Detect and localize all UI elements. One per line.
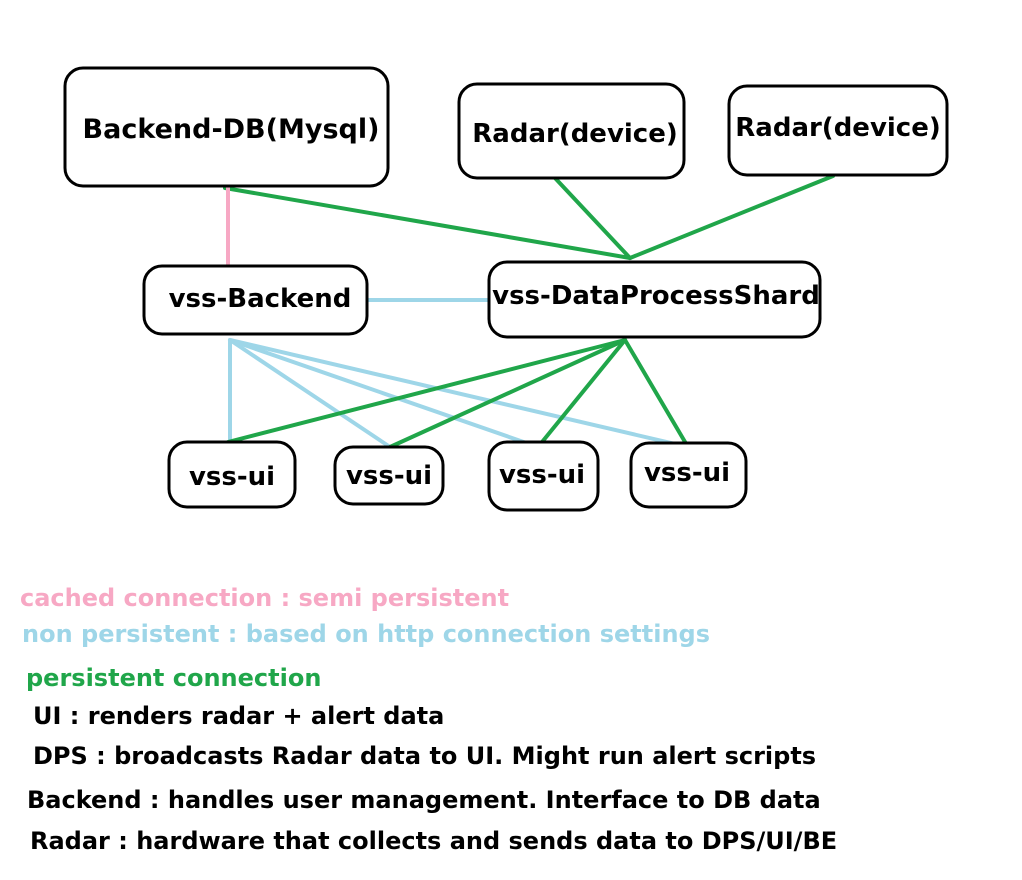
- edge-backend-ui3-non-persistent: [228, 338, 540, 449]
- legend-cached-connection: cached connection : semi persistent: [20, 584, 510, 612]
- node-box-backend: [142, 264, 369, 336]
- node-box-ui2: [333, 445, 445, 506]
- node-label-ui1: vss-ui: [189, 462, 275, 492]
- architecture-diagram: Backend-DB(Mysql) Radar(device) Radar(devi…: [63, 66, 949, 512]
- edge-radar2-dps-persistent: [628, 174, 835, 260]
- node-ui3: vss-ui: [487, 440, 600, 512]
- legend-persistent-connection: persistent connection: [26, 664, 322, 692]
- node-box-ui4: [629, 441, 748, 509]
- node-radar2: Radar(device): [727, 84, 949, 177]
- node-db: Backend-DB(Mysql): [63, 66, 390, 188]
- node-label-radar2: Radar(device): [735, 113, 940, 143]
- connection-lines: [223, 174, 835, 449]
- legend-non-persistent-connection: non persistent : based on http connectio…: [22, 620, 710, 648]
- node-ui2: vss-ui: [333, 445, 445, 506]
- node-label-backend: vss-Backend: [169, 284, 352, 314]
- node-label-ui3: vss-ui: [499, 460, 585, 490]
- edge-dps-ui1-persistent: [226, 338, 627, 444]
- edge-backend-ui4-non-persistent: [228, 338, 690, 449]
- node-box-ui3: [487, 440, 600, 512]
- edge-dps-ui2-persistent: [388, 338, 627, 449]
- node-box-ui1: [167, 440, 297, 509]
- edge-radar1-dps-persistent: [553, 176, 632, 260]
- node-label-radar1: Radar(device): [472, 119, 677, 149]
- node-ui1: vss-ui: [167, 440, 297, 509]
- node-label-ui2: vss-ui: [346, 461, 432, 491]
- node-box-db: [63, 66, 390, 188]
- node-backend: vss-Backend: [142, 264, 369, 336]
- node-label-dps: vss-DataProcessShard: [492, 281, 820, 311]
- node-box-dps: [487, 260, 822, 339]
- node-box-radar2: [727, 84, 949, 177]
- node-label-db: Backend-DB(Mysql): [83, 114, 380, 145]
- edge-db-dps-persistent: [223, 186, 632, 260]
- edge-dps-ui4-persistent: [623, 338, 690, 449]
- node-box-radar1: [457, 82, 686, 180]
- note-dps: DPS : broadcasts Radar data to UI. Might…: [33, 742, 817, 770]
- node-ui4: vss-ui: [629, 441, 748, 509]
- note-ui: UI : renders radar + alert data: [33, 702, 445, 730]
- component-nodes: Backend-DB(Mysql) Radar(device) Radar(devi…: [63, 66, 949, 512]
- node-radar1: Radar(device): [457, 82, 686, 180]
- note-radar: Radar : hardware that collects and sends…: [30, 827, 838, 855]
- node-label-ui4: vss-ui: [644, 458, 730, 488]
- edge-backend-ui2-non-persistent: [228, 338, 392, 449]
- edge-dps-ui3-persistent: [536, 338, 627, 449]
- note-backend: Backend : handles user management. Inter…: [27, 786, 821, 814]
- node-dps: vss-DataProcessShard: [487, 260, 822, 339]
